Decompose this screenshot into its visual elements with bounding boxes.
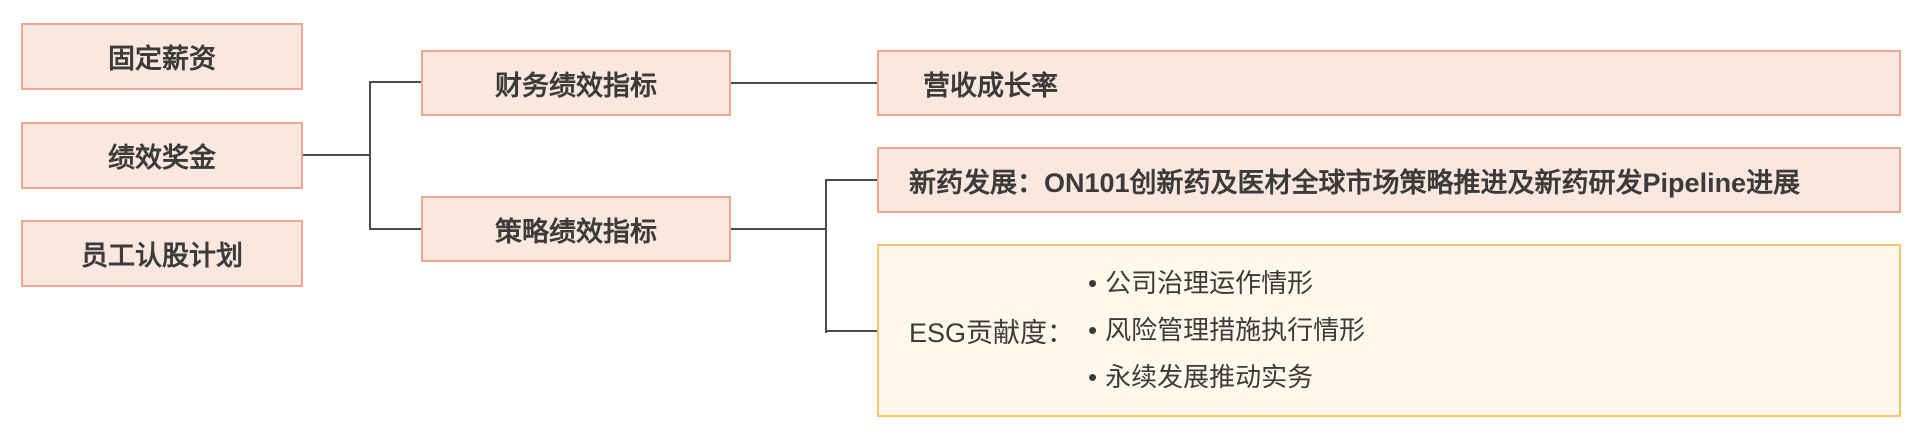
- bullet-icon: •: [1088, 268, 1098, 298]
- esg-bullet-text: 公司治理运作情形: [1105, 268, 1314, 298]
- connector-details-vertical: [825, 179, 827, 333]
- esg-content: ESG贡献度： • 公司治理运作情形 • 风险管理措施执行情形 • 永续发展推动…: [879, 260, 1365, 401]
- box-financial-indicators-label: 财务绩效指标: [495, 70, 657, 101]
- box-employee-stock-plan: 员工认股计划: [21, 220, 303, 287]
- connector-to-financial: [369, 81, 421, 83]
- box-performance-bonus: 绩效奖金: [21, 122, 303, 189]
- box-performance-bonus-label: 绩效奖金: [108, 143, 216, 173]
- connector-bonus-stem: [303, 154, 371, 156]
- bullet-icon: •: [1088, 362, 1098, 392]
- box-employee-stock-plan-label: 员工认股计划: [81, 241, 243, 271]
- box-financial-indicators: 财务绩效指标: [421, 50, 731, 116]
- connector-financial-to-revenue: [731, 82, 877, 84]
- esg-bullet-list: • 公司治理运作情形 • 风险管理措施执行情形 • 永续发展推动实务: [1088, 260, 1365, 401]
- box-revenue-growth-label: 营收成长率: [923, 70, 1058, 101]
- esg-bullet-text: 风险管理措施执行情形: [1105, 315, 1366, 345]
- box-new-drug-development-label: 新药发展：ON101创新药及医材全球市场策略推进及新药研发Pipeline进展: [909, 167, 1801, 198]
- connector-indicators-vertical: [369, 81, 371, 230]
- box-strategic-indicators-label: 策略绩效指标: [495, 216, 657, 247]
- esg-bullet-item: • 公司治理运作情形: [1088, 260, 1365, 307]
- box-fixed-salary-label: 固定薪资: [108, 44, 216, 74]
- bullet-icon: •: [1088, 315, 1098, 345]
- box-esg-contribution: ESG贡献度： • 公司治理运作情形 • 风险管理措施执行情形 • 永续发展推动…: [877, 244, 1901, 417]
- box-strategic-indicators: 策略绩效指标: [421, 196, 731, 262]
- box-fixed-salary: 固定薪资: [21, 23, 303, 90]
- box-revenue-growth: 营收成长率: [877, 50, 1901, 116]
- connector-to-strategic: [369, 228, 421, 230]
- esg-label: ESG贡献度：: [909, 318, 1075, 348]
- esg-bullet-text: 永续发展推动实务: [1105, 362, 1314, 392]
- esg-bullet-item: • 风险管理措施执行情形: [1088, 307, 1365, 354]
- box-new-drug-development: 新药发展：ON101创新药及医材全球市场策略推进及新药研发Pipeline进展: [877, 147, 1901, 213]
- connector-strategic-stem: [731, 228, 827, 230]
- connector-to-esg: [825, 330, 877, 332]
- esg-bullet-item: • 永续发展推动实务: [1088, 354, 1365, 401]
- connector-to-new-drug: [825, 179, 877, 181]
